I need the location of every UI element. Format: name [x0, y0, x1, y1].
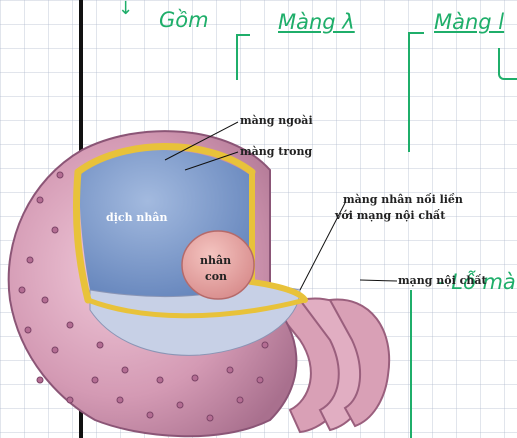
- label-nhan-con-2: con: [205, 270, 227, 283]
- label-nhan-con-1: nhân: [200, 254, 231, 267]
- label-mang-noi-chat: mạng nội chất: [398, 274, 487, 287]
- label-dich-nhan: dịch nhân: [106, 211, 168, 224]
- label-mang-trong: màng trong: [240, 145, 312, 158]
- label-mang-nhan-noi-lien-1: màng nhân nối liền: [343, 193, 463, 206]
- label-mang-nhan-noi-lien-2: với mạng nội chất: [335, 209, 445, 222]
- label-mang-ngoai: màng ngoài: [240, 114, 313, 127]
